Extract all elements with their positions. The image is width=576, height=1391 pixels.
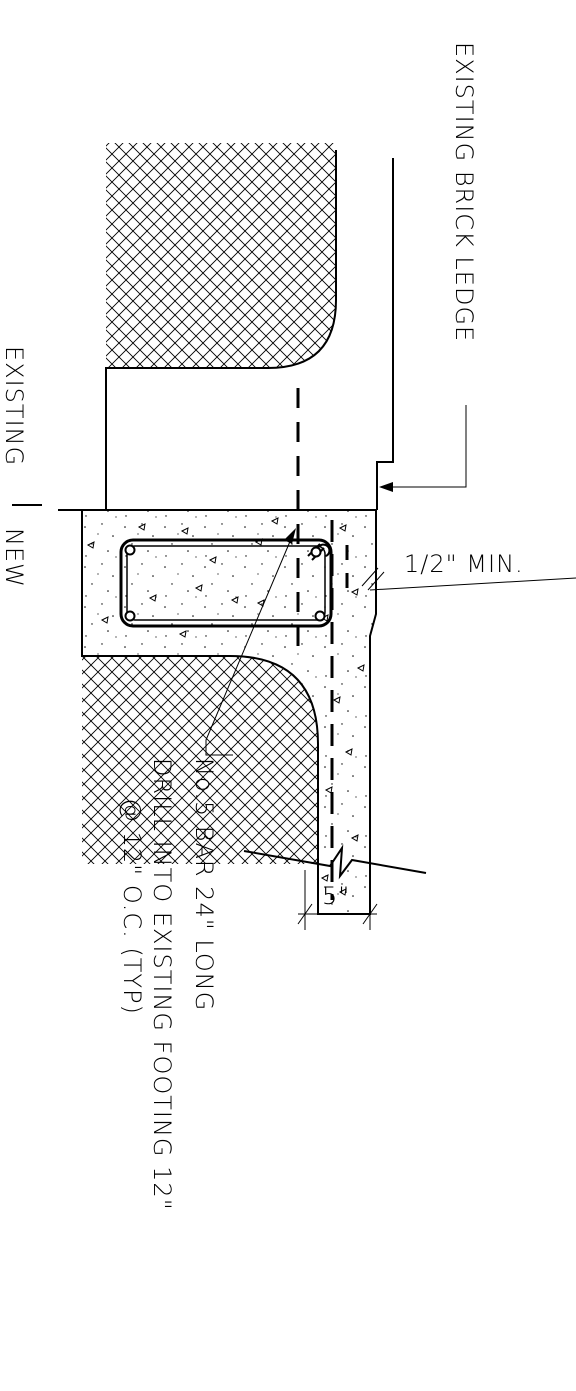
rebar-note-line3: @ 12" O.C. (TYP) — [118, 798, 146, 1015]
label-dim-width: 5" — [322, 882, 350, 910]
rebar-stirrup-inner — [126, 545, 326, 621]
min-gap-dimension — [361, 515, 576, 591]
label-min-gap: 1/2" MIN. — [404, 550, 524, 578]
rebar-stirrup-outer — [119, 538, 333, 628]
rebar-corner-bars — [124, 544, 326, 622]
existing-soil-hatch — [106, 143, 336, 368]
section-break-line — [243, 844, 427, 880]
existing-footing-outline — [105, 150, 337, 510]
rebar-note-line2: DRILL INTO EXISTING FOOTING 12" — [148, 758, 176, 1211]
new-soil-hatch — [82, 656, 318, 864]
label-existing: EXISTING — [0, 346, 28, 466]
brick-ledge-wall — [376, 158, 394, 510]
rebar-note-leader — [205, 528, 296, 756]
label-brick-ledge: EXISTING BRICK LEDGE — [450, 42, 478, 342]
brick-ledge-leader — [379, 405, 467, 492]
label-new: NEW — [0, 528, 28, 588]
rebar-note-line1: No.5 BAR 24" LONG — [190, 758, 218, 1011]
width-dimension — [297, 870, 378, 930]
concrete-aggregate — [86, 517, 365, 896]
